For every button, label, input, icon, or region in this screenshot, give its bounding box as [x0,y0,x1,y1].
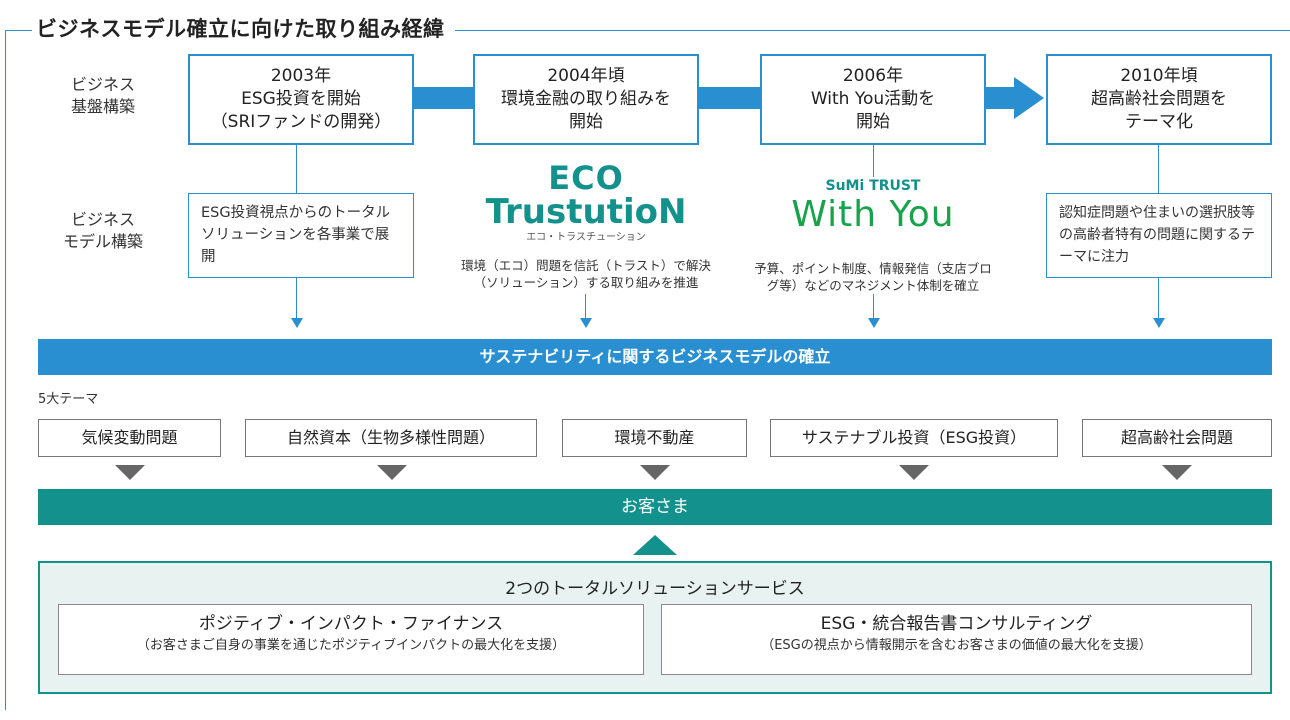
row-label-line: ビジネス [70,75,135,94]
model-desc-withyou: 予算、ポイント制度、情報発信（支店ブロ グ等）などのマネジメント体制を確立 [735,260,1011,294]
eco-logo-kana: エコ・トラスチューション [526,232,646,243]
phase-2010: 2010年頃 超高齢社会問題を テーマ化 [1046,54,1272,145]
triangle-up-icon [633,535,677,555]
connector-line [873,145,874,177]
row-label-line: ビジネス [70,210,135,229]
phase-text: 開始 [856,112,890,132]
phase-text: 開始 [569,112,603,132]
model-desc-line: 予算、ポイント制度、情報発信（支店ブロ [754,261,992,276]
phase-year: 2006年 [842,66,904,86]
phase-year: 2004年頃 [547,66,625,86]
theme-sustainable-investment: サステナブル投資（ESG投資） [770,419,1058,457]
phase-text: （SRIファンドの開発） [210,112,392,132]
arrow-down-icon [1153,318,1165,328]
service-subtitle: （ESGの視点から情報開示を含むお客さまの価値の最大化を支援） [761,638,1152,653]
theme-climate: 気候変動問題 [38,419,221,457]
with-you-logo: SuMi TRUST With You [760,177,986,235]
connector-line [1158,145,1159,193]
timeline-arrowhead [1014,77,1044,119]
theme-aging-society: 超高齢社会問題 [1082,419,1272,457]
sustainability-band: サステナビリティに関するビジネスモデルの確立 [38,339,1272,375]
connector-line [296,145,297,193]
phase-text: With You活動を [810,89,936,109]
arrow-down-icon [291,318,303,328]
service-positive-impact: ポジティブ・インパクト・ファイナンス （お客さまご自身の事業を通じたポジティブイ… [58,604,644,675]
frame-left-line [5,30,6,710]
triangle-down-icon [899,465,929,480]
service-title: ポジティブ・インパクト・ファイナンス [198,614,504,634]
model-desc-eco: 環境（エコ）問題を信託（トラスト）で解決 （ソリューション）する取り組みを推進 [437,257,735,291]
triangle-down-icon [115,465,145,480]
model-desc-line: グ等）などのマネジメント体制を確立 [766,278,980,293]
row-label-business-base: ビジネス 基盤構築 [48,74,158,118]
connector-line [296,278,297,320]
phase-text: 超高齢社会問題を [1091,89,1227,109]
phase-2004: 2004年頃 環境金融の取り組みを 開始 [473,54,699,145]
with-you-logo-top: SuMi TRUST [825,178,921,194]
service-title: ESG・統合報告書コンサルティング [820,614,1093,634]
with-you-logo-main: With You [791,194,955,235]
customer-band: お客さま [38,489,1272,525]
eco-logo-main: TrustutioN [485,192,687,232]
theme-real-estate: 環境不動産 [562,419,747,457]
model-desc-line: 環境（エコ）問題を信託（トラスト）で解決 [461,258,711,273]
phase-text: テーマ化 [1125,112,1193,132]
arrow-down-icon [868,318,880,328]
themes-label: 5大テーマ [38,392,99,407]
eco-logo-top: ECO [548,159,624,197]
services-heading: 2つのトータルソリューションサービス [505,579,805,599]
triangle-down-icon [377,465,407,480]
eco-trustution-logo: ECO TrustutioN エコ・トラスチューション [480,159,692,245]
model-desc-aging: 認知症問題や住まいの選択肢等の高齢者特有の問題に関するテーマに注力 [1046,193,1272,278]
theme-natural-capital: 自然資本（生物多様性問題） [245,419,537,457]
service-subtitle: （お客さまご自身の事業を通じたポジティブインパクトの最大化を支援） [136,638,566,653]
timeline-bar-2 [697,87,761,109]
row-label-business-model: ビジネス モデル構築 [48,209,158,253]
phase-year: 2010年頃 [1120,66,1198,86]
phase-text: 環境金融の取り組みを [501,89,671,109]
connector-line [585,294,586,320]
model-desc-line: （ソリューション）する取り組みを推進 [473,275,699,290]
triangle-down-icon [640,465,670,480]
row-label-line: モデル構築 [62,232,143,251]
phase-2006: 2006年 With You活動を 開始 [760,54,986,145]
arrow-down-icon [580,318,592,328]
connector-line [873,294,874,320]
frame-corner [5,30,20,31]
page-title: ビジネスモデル確立に向けた取り組み経緯 [32,13,455,43]
connector-line [1158,278,1159,320]
timeline-bar-1 [412,87,474,109]
triangle-down-icon [1162,465,1192,480]
phase-year: 2003年 [270,66,332,86]
phase-2003: 2003年 ESG投資を開始 （SRIファンドの開発） [188,54,414,145]
row-label-line: 基盤構築 [70,97,135,116]
model-desc-esg: ESG投資視点からのトータルソリューションを各事業で展開 [188,193,414,278]
phase-text: ESG投資を開始 [241,89,361,109]
timeline-bar-3 [984,87,1014,109]
service-esg-consulting: ESG・統合報告書コンサルティング （ESGの視点から情報開示を含むお客さまの価… [661,604,1252,675]
frame-top-line [20,30,1290,31]
